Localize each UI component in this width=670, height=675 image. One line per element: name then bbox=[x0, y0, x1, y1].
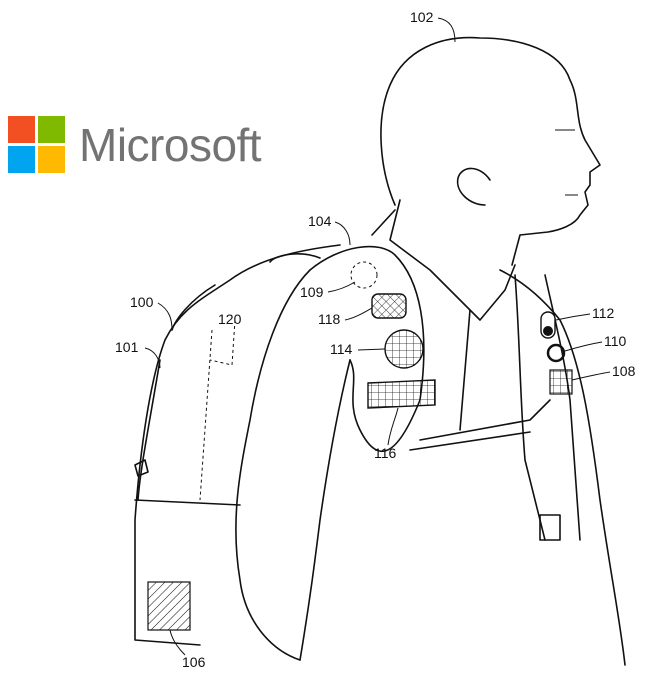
label-104: 104 bbox=[308, 213, 332, 229]
label-102: 102 bbox=[410, 9, 434, 25]
label-108: 108 bbox=[612, 363, 636, 379]
button-ring bbox=[546, 343, 566, 363]
label-110: 110 bbox=[604, 333, 627, 349]
reference-labels: 102 104 100 101 120 109 118 114 116 112 … bbox=[115, 9, 636, 670]
logo-tile-red bbox=[8, 116, 35, 143]
person-head bbox=[380, 36, 601, 266]
label-106: 106 bbox=[182, 654, 206, 670]
label-109: 109 bbox=[300, 284, 324, 300]
label-118: 118 bbox=[318, 311, 341, 327]
logo-tile-yellow bbox=[38, 146, 65, 173]
label-116: 116 bbox=[374, 445, 397, 461]
shoulder-strap bbox=[235, 245, 436, 661]
right-strap bbox=[514, 274, 581, 541]
label-100: 100 bbox=[130, 294, 154, 310]
sensor-square bbox=[371, 293, 407, 319]
bottom-patch bbox=[147, 581, 191, 631]
label-114: 114 bbox=[330, 341, 353, 357]
label-101: 101 bbox=[115, 339, 139, 355]
logo-tile-green bbox=[38, 116, 65, 143]
microsoft-logo-tiles bbox=[8, 116, 65, 173]
mesh-circle bbox=[384, 329, 424, 369]
strap-patch bbox=[549, 369, 573, 395]
label-112: 112 bbox=[592, 305, 615, 321]
sensor-circle bbox=[350, 261, 378, 289]
person-torso bbox=[371, 199, 626, 666]
microsoft-wordmark: Microsoft bbox=[79, 118, 262, 171]
microsoft-logo: Microsoft bbox=[8, 116, 262, 173]
logo-tile-blue bbox=[8, 146, 35, 173]
backpack bbox=[134, 244, 341, 646]
label-120: 120 bbox=[218, 311, 242, 327]
mesh-band bbox=[367, 379, 436, 409]
